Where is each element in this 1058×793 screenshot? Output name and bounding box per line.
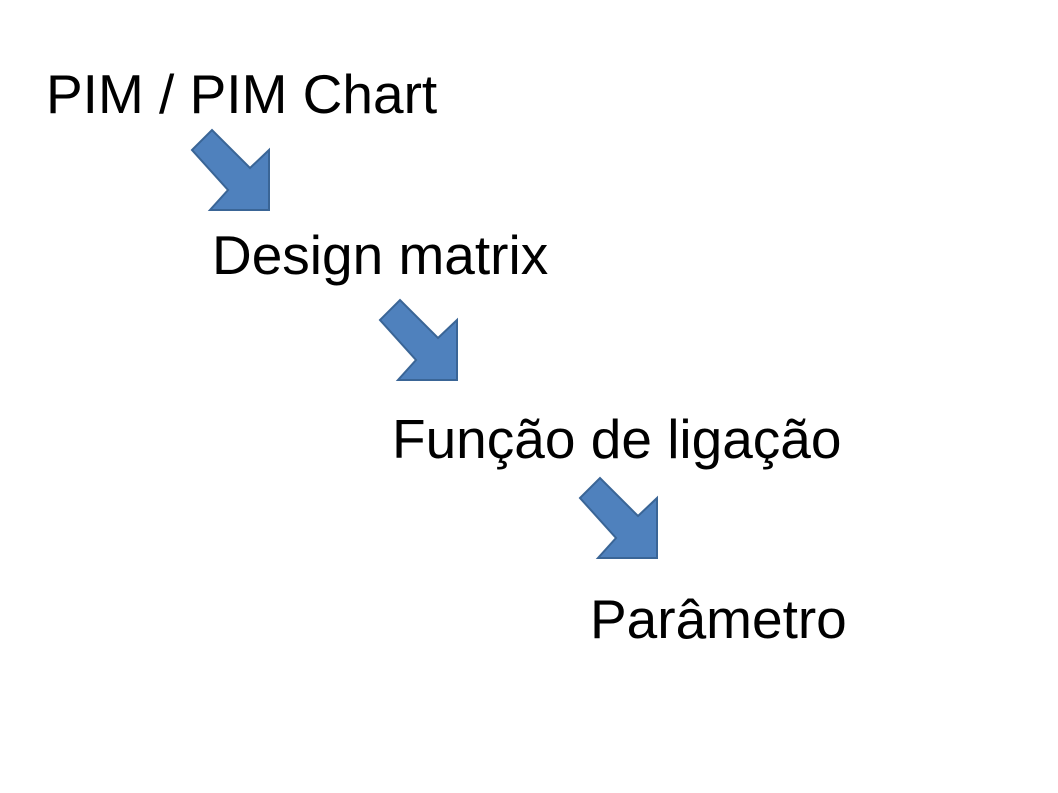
step-parametro: Parâmetro — [590, 588, 847, 650]
step-funcao-de-ligacao: Função de ligação — [392, 408, 842, 470]
step-design-matrix: Design matrix — [212, 224, 549, 286]
down-right-arrow-icon — [578, 476, 664, 562]
down-right-arrow-icon — [190, 128, 276, 214]
step-pim-chart: PIM / PIM Chart — [46, 63, 438, 125]
down-right-arrow-icon — [378, 298, 464, 384]
